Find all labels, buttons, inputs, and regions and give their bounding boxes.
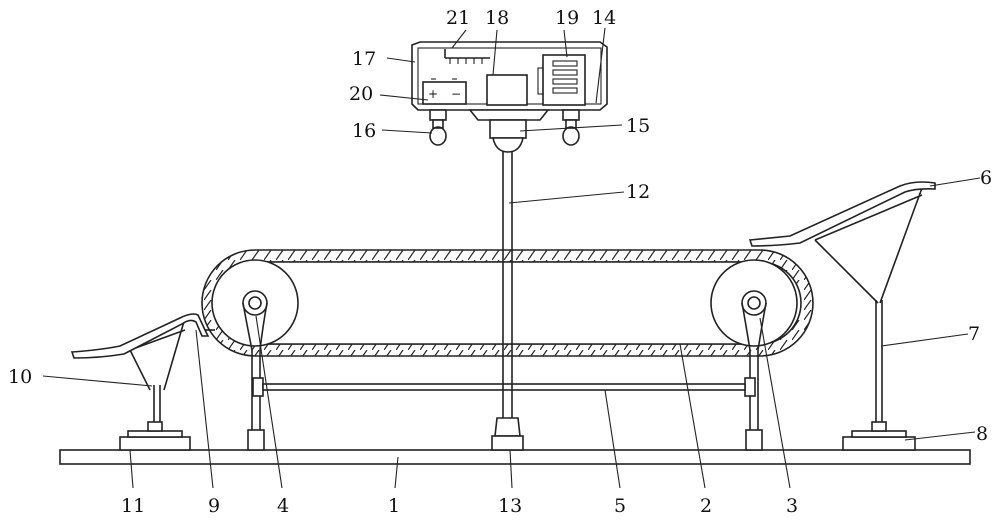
callout-5: 5: [614, 495, 626, 517]
callout-21: 21: [446, 7, 470, 29]
pole-base: [491, 417, 524, 451]
controller-module: [486, 74, 528, 106]
battery-minus: −: [451, 87, 461, 101]
motor-mount: [468, 109, 550, 153]
right-roller: [710, 259, 798, 351]
callout-labels: 1 2 3 4 5 6 7 8 9 10 11 12 13 14 15 16 1…: [8, 7, 992, 517]
callout-16: 16: [352, 120, 376, 142]
callout-3: 3: [786, 495, 798, 517]
callout-7: 7: [968, 323, 980, 345]
callout-9: 9: [208, 495, 220, 517]
callout-13: 13: [498, 495, 522, 517]
callout-1: 1: [388, 495, 400, 517]
callout-19: 19: [555, 7, 579, 29]
vent-module: [537, 54, 586, 106]
callout-17: 17: [352, 48, 376, 70]
roller-supports: [247, 350, 763, 451]
callout-11: 11: [121, 495, 145, 517]
left-hook: [429, 109, 447, 146]
leader-lines: [42, 27, 981, 489]
battery-plus: +: [428, 87, 438, 101]
left-foot-pad: [119, 421, 191, 451]
battery: + −: [422, 78, 467, 105]
right-chute: [748, 181, 936, 422]
callout-10: 10: [8, 366, 32, 388]
base-plate: [59, 449, 971, 465]
callout-14: 14: [592, 7, 616, 29]
control-box: + −: [411, 41, 608, 153]
callout-15: 15: [626, 115, 650, 137]
left-chute: [70, 313, 215, 422]
callout-8: 8: [976, 423, 988, 445]
crossbar: [262, 383, 746, 391]
callout-2: 2: [700, 495, 712, 517]
terminal-strip: [444, 49, 490, 64]
callout-18: 18: [485, 7, 509, 29]
callout-4: 4: [277, 495, 289, 517]
right-hook: [562, 109, 580, 146]
callout-6: 6: [980, 167, 992, 189]
vertical-pole: [502, 150, 513, 418]
right-foot-pad: [842, 421, 916, 451]
callout-20: 20: [349, 83, 373, 105]
callout-12: 12: [626, 181, 650, 203]
